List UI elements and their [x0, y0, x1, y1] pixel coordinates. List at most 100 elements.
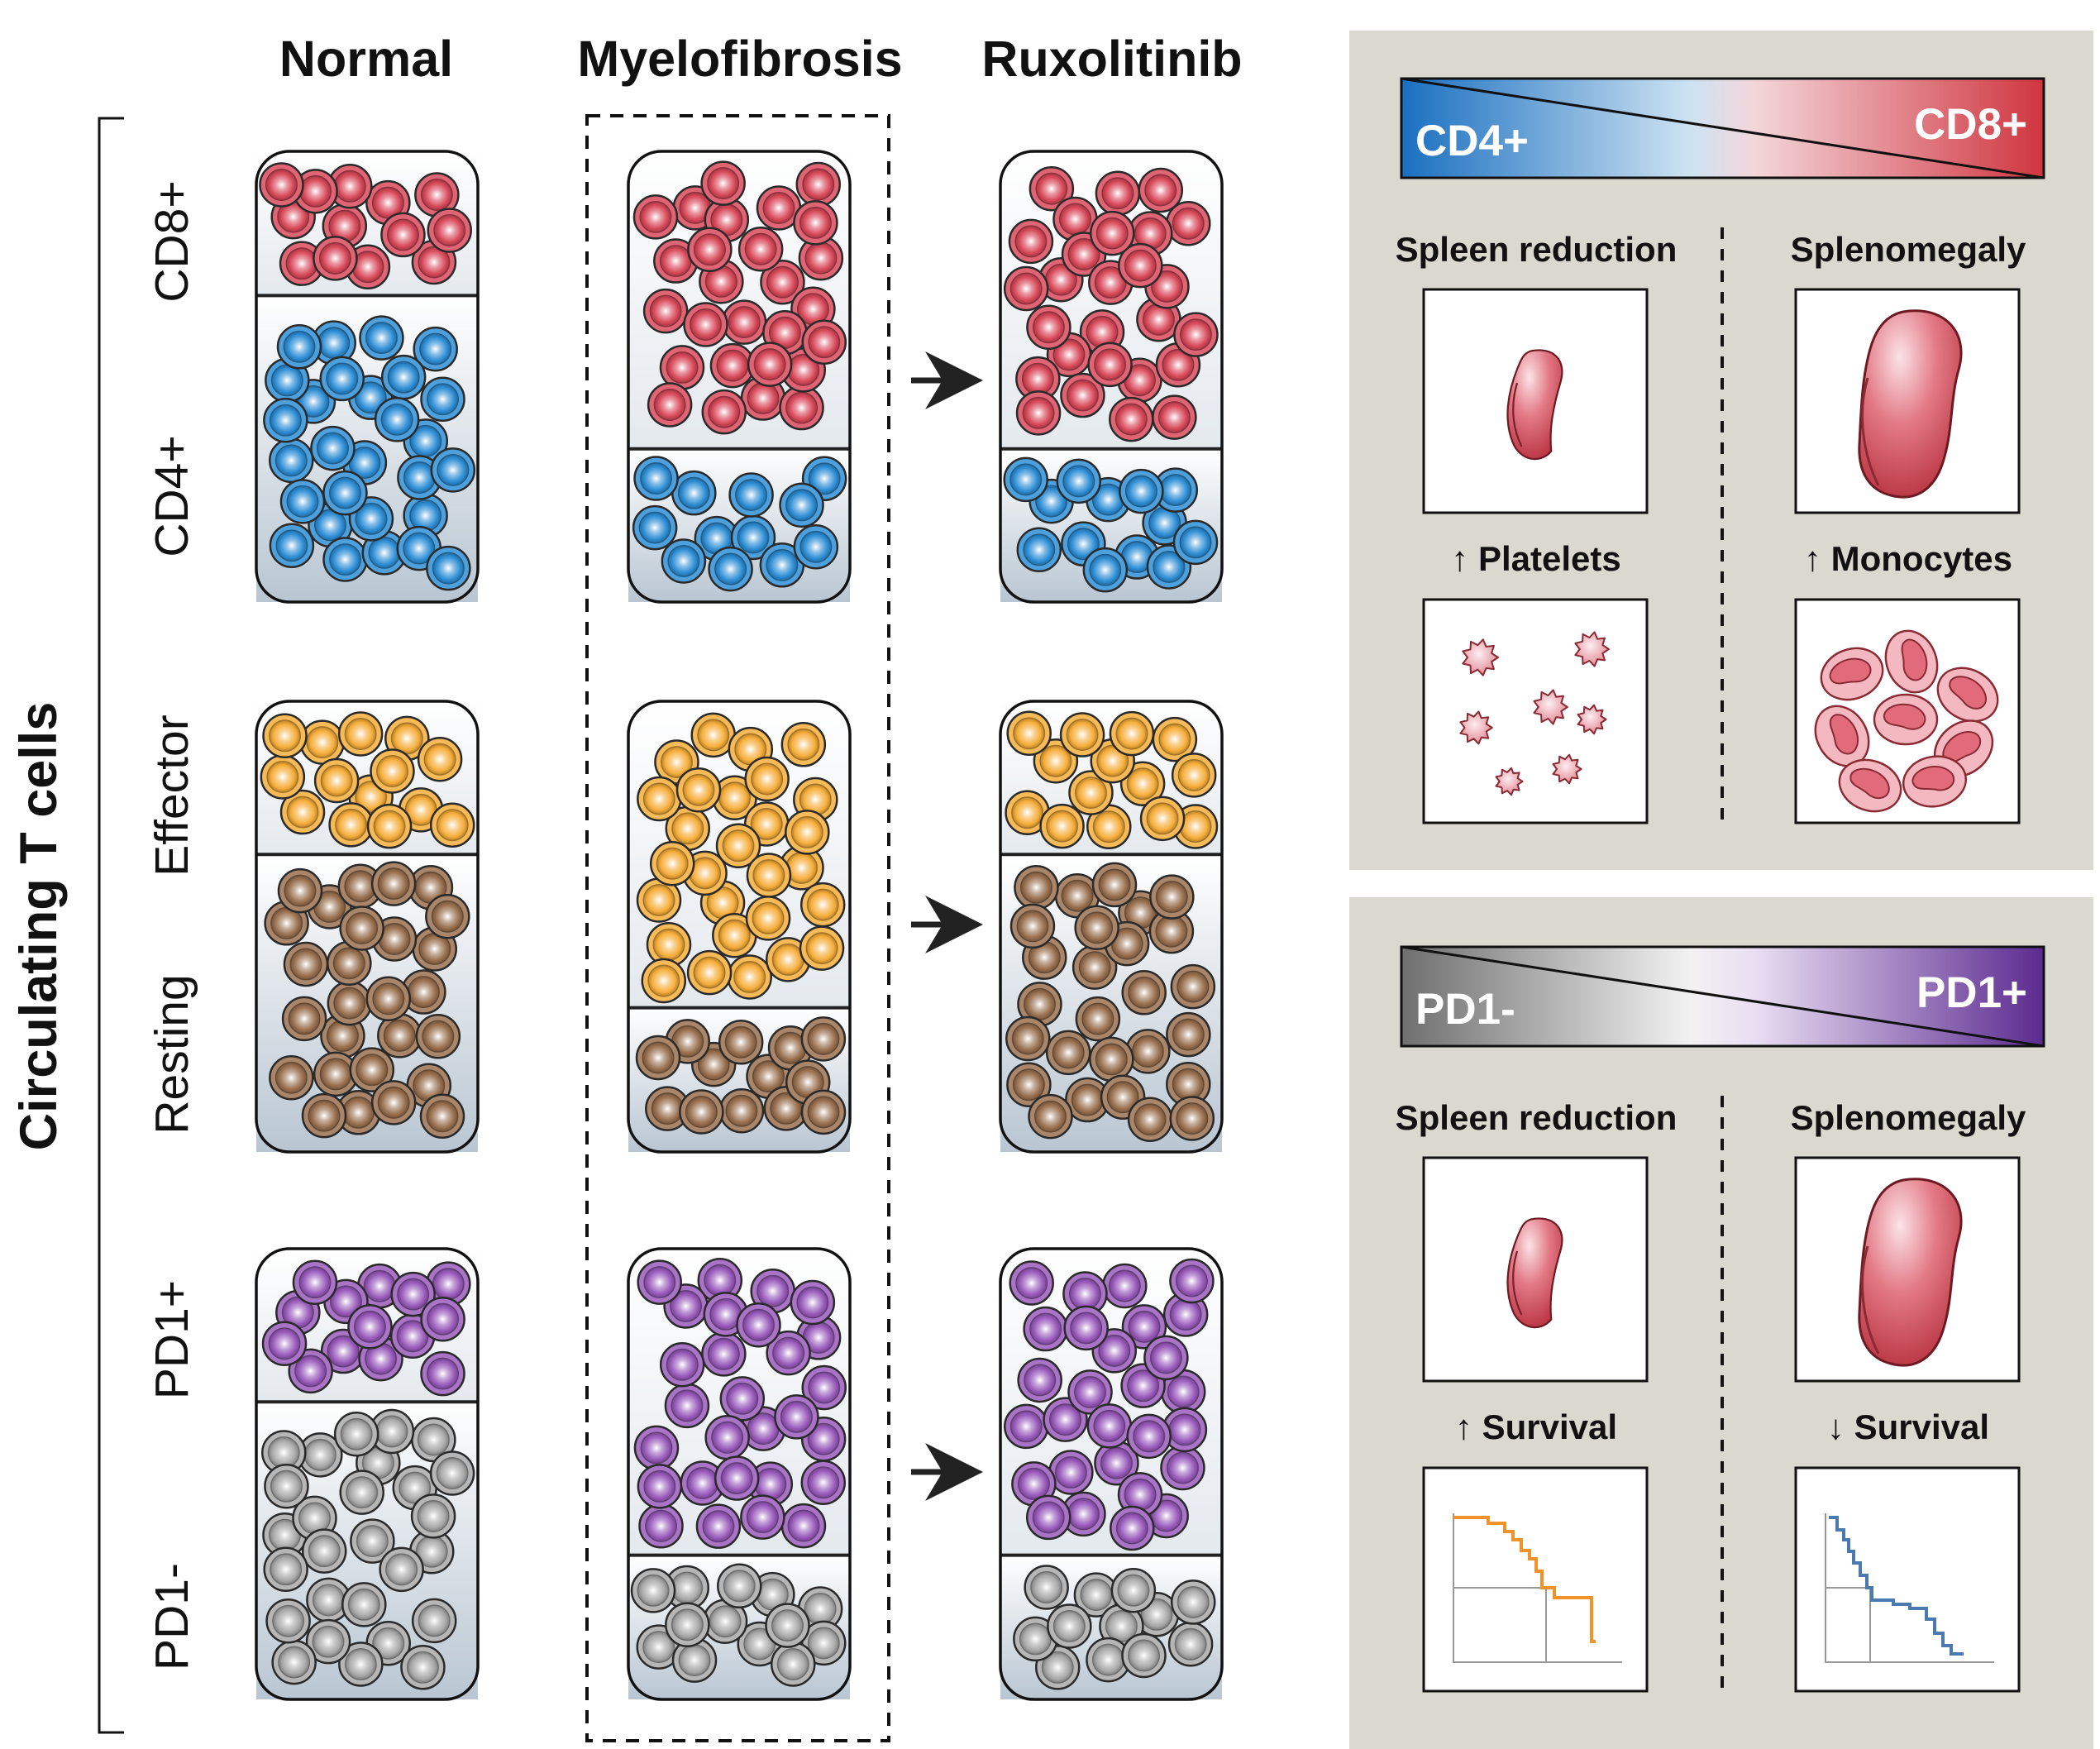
left-title: Spleen reduction: [1396, 230, 1678, 269]
cell-cd8+: [293, 169, 338, 214]
cell-pd1+: [695, 1503, 742, 1549]
cell-pd1-: [301, 1528, 347, 1574]
cell-cd4+: [661, 538, 707, 584]
tube-outline: [999, 150, 1224, 604]
cell-resting: [313, 1051, 359, 1097]
cell-pd1+: [800, 1460, 847, 1505]
cell-pd1-: [429, 1450, 475, 1496]
cell-cd8+: [737, 227, 784, 272]
cell-pd1+: [1062, 1271, 1108, 1317]
column-header-normal: Normal: [279, 31, 453, 87]
cell-cd8+: [632, 194, 679, 240]
cell-pd1+: [1048, 1450, 1094, 1495]
cell-resting: [1075, 996, 1121, 1042]
cell-pd1+: [780, 1503, 827, 1549]
cell-effector: [279, 789, 326, 835]
survival-good-box: [1422, 1466, 1649, 1693]
cell-cd4+: [265, 357, 310, 404]
cell-pd1+: [719, 1376, 766, 1422]
right-sub-label: ↑ Monocytes: [1804, 539, 2012, 578]
cell-pd1-: [411, 1417, 456, 1463]
survival-curve-bad-icon: [1825, 1513, 1994, 1663]
cell-pd1-: [306, 1577, 351, 1623]
cell-pd1+: [750, 1268, 795, 1314]
tube-outline: [627, 700, 852, 1154]
cell-pd1-: [261, 1430, 307, 1475]
cell-resting: [1125, 1029, 1171, 1074]
cell-pd1+: [766, 1330, 811, 1376]
cell-effector: [328, 802, 374, 848]
cell-pd1+: [420, 1296, 465, 1342]
cell-resting: [1005, 1015, 1051, 1062]
cell-effector: [260, 754, 306, 800]
cell-cd8+: [1015, 356, 1061, 402]
cell-cd8+: [313, 236, 358, 281]
cell-effector: [712, 775, 757, 820]
cell-cd4+: [430, 447, 476, 493]
cell-cd8+: [1015, 390, 1062, 436]
cell-pd1+: [801, 1364, 847, 1411]
row-label-resting: Resting: [146, 974, 198, 1134]
column-header-myelofibrosis: Myelofibrosis: [577, 31, 902, 87]
tube-outline: [255, 1247, 480, 1701]
gradient-divider: [1401, 77, 2045, 179]
cell-cd8+: [259, 162, 304, 208]
cell-pd1-: [1121, 1632, 1167, 1679]
cell-pd1+: [1061, 1491, 1106, 1537]
cell-pd1-: [338, 1641, 384, 1687]
cell-cd8+: [279, 241, 325, 286]
gradient-right-label: PD1+: [1916, 968, 2027, 1017]
cell-pd1+: [1094, 1441, 1139, 1486]
cell-resting: [1169, 1096, 1215, 1141]
cell-pd1-: [671, 1637, 718, 1683]
cell-pd1+: [638, 1503, 684, 1549]
tube-outline: [255, 700, 480, 1154]
cell-cd8+: [700, 160, 746, 206]
cell-effector: [262, 713, 308, 759]
cell-cd4+: [759, 542, 805, 588]
row-label-pd1-pos: PD1+: [146, 1280, 198, 1399]
panel-cd4-cd8: CD4+ CD8+ Spleen reduction Splenomegaly …: [1349, 31, 2093, 870]
cell-cd8+: [427, 208, 472, 253]
cell-cd4+: [374, 397, 420, 442]
cell-cd8+: [701, 389, 747, 435]
cell-pd1+: [1102, 1263, 1148, 1309]
cell-cd4+: [319, 356, 365, 402]
cell-cd4+: [728, 472, 774, 518]
spleen-small-icon: [1506, 349, 1563, 461]
myelofibrosis-highlight-box: [585, 114, 890, 1742]
cell-pd1+: [790, 1279, 836, 1326]
cell-cd4+: [279, 479, 326, 524]
cell-pd1+: [701, 1331, 747, 1377]
cell-pd1+: [420, 1350, 465, 1397]
cell-resting: [336, 1090, 381, 1135]
cell-cd4+: [322, 537, 368, 582]
cell-effector: [744, 756, 790, 802]
cell-resting: [1121, 970, 1167, 1015]
cell-pd1+: [390, 1271, 436, 1317]
cell-resting: [327, 940, 372, 987]
cell-cd4+: [671, 470, 717, 516]
cell-resting: [645, 1086, 690, 1131]
cell-cd4+: [1172, 519, 1219, 566]
cell-resting: [327, 980, 373, 1026]
cell-cd4+: [397, 455, 442, 500]
tube: [255, 1247, 480, 1701]
cell-resting: [1149, 874, 1195, 920]
cell-effector: [646, 922, 692, 968]
cell-resting: [415, 1014, 461, 1059]
cell-pd1+: [1004, 1403, 1049, 1450]
tube-outline: [999, 700, 1224, 1154]
cell-pd1+: [1023, 1306, 1068, 1352]
cell-pd1+: [714, 1455, 760, 1501]
cell-effector: [1139, 796, 1186, 842]
cell-pd1-: [771, 1641, 816, 1687]
tube: [255, 150, 480, 604]
cell-cd8+: [380, 212, 426, 258]
cell-pd1-: [263, 1546, 308, 1592]
cell-pd1+: [659, 1342, 705, 1388]
cell-pd1-: [797, 1586, 843, 1632]
cell-pd1+: [1017, 1357, 1062, 1403]
cell-resting: [337, 863, 384, 910]
cell-cd4+: [708, 546, 753, 592]
